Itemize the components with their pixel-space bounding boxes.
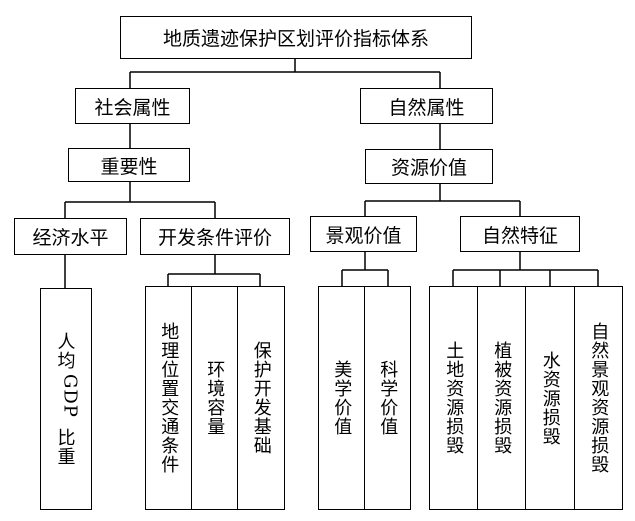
economy-level-node: 经济水平 (14, 218, 127, 255)
leaf-gdp-ratio-text: 人均GDP比重 (54, 332, 81, 466)
leaf-location-traffic: 地理位置交通条件 (145, 286, 192, 510)
natural-features-node: 自然特征 (460, 216, 580, 252)
landscape-value-node: 景观价值 (310, 216, 417, 252)
leaf-landscape-damage: 自然景观资源损毁 (574, 286, 623, 510)
leaf-gdp-ratio: 人均GDP比重 (40, 288, 92, 510)
development-condition-node: 开发条件评价 (140, 218, 290, 255)
leaf-scientific-value: 科学价值 (364, 286, 411, 510)
leaf-vegetation-damage: 植被资源损毁 (477, 286, 526, 510)
leaf-environment-capacity: 环境容量 (191, 286, 238, 510)
leaf-water-damage: 水资源损毁 (525, 286, 575, 510)
root-node: 地质遗迹保护区划评价指标体系 (120, 16, 472, 59)
leaf-aesthetic-value: 美学价值 (318, 286, 365, 510)
social-attribute-node: 社会属性 (75, 88, 190, 124)
leaf-land-damage: 土地资源损毁 (429, 286, 478, 510)
leaf-protection-basis: 保护开发基础 (237, 286, 285, 510)
importance-node: 重要性 (68, 148, 190, 182)
natural-attribute-node: 自然属性 (360, 88, 493, 124)
resource-value-node: 资源价值 (365, 149, 493, 184)
